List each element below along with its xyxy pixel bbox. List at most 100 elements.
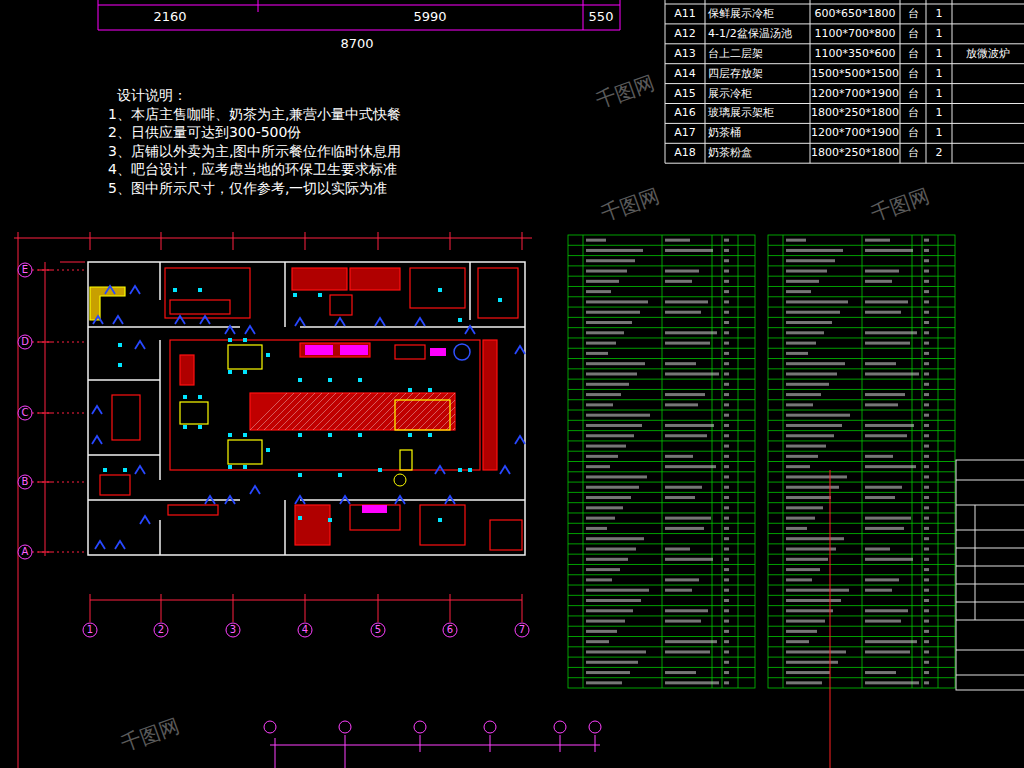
- drawing-stroke: [865, 434, 907, 437]
- drawing-stroke: [328, 378, 332, 382]
- item-size: 1100*350*600: [815, 47, 896, 60]
- drawing-stroke: [956, 566, 1024, 567]
- drawing-stroke: [724, 548, 729, 551]
- drawing-stroke: [924, 578, 929, 581]
- drawing-stroke: [595, 735, 596, 752]
- drawing-stroke: [768, 543, 955, 544]
- drawing-stroke: [924, 372, 929, 375]
- drawing-stroke: [724, 630, 729, 633]
- drawing-stroke: [724, 331, 729, 334]
- drawing-stroke: [786, 496, 831, 499]
- drawing-stroke: [786, 383, 829, 386]
- drawing-stroke: [583, 235, 584, 688]
- drawing-stroke: [568, 605, 755, 606]
- drawing-stroke: [768, 451, 955, 452]
- drawing-stroke: [924, 455, 929, 458]
- item-code: A17: [674, 127, 696, 140]
- drawing-stroke: [397, 393, 434, 430]
- drawing-stroke: [924, 270, 929, 273]
- drawing-stroke: [18, 232, 19, 768]
- drawing-stroke: [912, 235, 913, 688]
- drawing-stroke: [865, 650, 910, 653]
- drawing-stroke: [130, 286, 140, 294]
- drawing-stroke: [180, 355, 194, 385]
- item-size: 1500*500*1500: [811, 67, 899, 80]
- drawing-stroke: [266, 448, 270, 452]
- drawing-stroke: [275, 738, 276, 768]
- kitchen-fixtures: [100, 268, 522, 550]
- drawing-stroke: [724, 599, 729, 602]
- drawing-stroke: [589, 721, 601, 733]
- drawing-stroke: [420, 505, 465, 545]
- drawing-stroke: [298, 516, 302, 520]
- drawing-stroke: [724, 475, 729, 478]
- drawing-stroke: [586, 589, 649, 592]
- drawing-stroke: [568, 307, 755, 308]
- drawing-stroke: [586, 403, 613, 406]
- drawing-stroke: [768, 358, 955, 359]
- drawing-stroke: [568, 595, 755, 596]
- drawing-stroke: [586, 239, 606, 242]
- drawing-stroke: [292, 393, 329, 430]
- drawing-stroke: [956, 675, 1024, 676]
- drawing-stroke: [768, 389, 955, 390]
- drawing-stroke: [568, 235, 755, 688]
- drawing-stroke: [786, 599, 841, 602]
- item-quantity: 1: [936, 67, 943, 80]
- drawing-stroke: [586, 362, 645, 365]
- drawing-stroke: [724, 589, 729, 592]
- floor-drain: [394, 474, 406, 486]
- dimension-lines: [98, 0, 620, 30]
- drawing-stroke: [665, 671, 696, 674]
- item-code: A15: [674, 87, 696, 100]
- drawing-stroke: [88, 379, 160, 381]
- drawing-stroke: [568, 585, 755, 586]
- drawing-stroke: [300, 499, 525, 501]
- drawing-stroke: [665, 362, 696, 365]
- drawing-stroke: [724, 517, 729, 520]
- drawing-stroke: [14, 238, 532, 239]
- drawing-stroke: [865, 486, 902, 489]
- drawing-stroke: [768, 410, 955, 411]
- drawing-stroke: [924, 599, 929, 602]
- drawing-stroke: [865, 496, 895, 499]
- drawing-stroke: [768, 492, 955, 493]
- drawing-stroke: [665, 239, 690, 242]
- drawing-stroke: [724, 609, 729, 612]
- item-quantity: 1: [936, 107, 943, 120]
- drawing-stroke: [90, 232, 91, 250]
- drawing-stroke: [103, 468, 107, 472]
- border-line: [830, 470, 831, 768]
- drawing-stroke: [786, 300, 848, 303]
- drawing-stroke: [38, 482, 52, 483]
- drawing-stroke: [665, 548, 690, 551]
- drawing-stroke: [383, 393, 420, 430]
- drawing-stroke: [327, 393, 364, 430]
- drawing-stroke: [924, 300, 929, 303]
- item-quantity: 1: [936, 28, 943, 41]
- drawing-stroke: [662, 235, 663, 688]
- drawing-stroke: [768, 554, 955, 555]
- drawing-stroke: [865, 465, 916, 468]
- item-code: A16: [674, 107, 696, 120]
- drawing-stroke: [665, 517, 711, 520]
- drawing-stroke: [200, 316, 210, 324]
- drawing-stroke: [568, 276, 755, 277]
- drawing-stroke: [45, 262, 46, 556]
- drawing-stroke: [924, 280, 929, 283]
- item-quantity: 1: [936, 8, 943, 21]
- drawing-stroke: [956, 460, 1024, 690]
- drawing-stroke: [956, 480, 1024, 481]
- drawing-stroke: [724, 640, 729, 643]
- drawing-stroke: [865, 331, 917, 334]
- drawing-stroke: [705, 0, 706, 163]
- drawing-stroke: [724, 465, 729, 468]
- drawing-stroke: [305, 345, 333, 355]
- item-name: 奶茶桶: [708, 127, 741, 140]
- drawing-stroke: [865, 681, 919, 684]
- drawing-stroke: [786, 455, 818, 458]
- drawing-stroke: [865, 558, 913, 561]
- drawing-stroke: [924, 321, 929, 324]
- drawing-stroke: [922, 235, 923, 688]
